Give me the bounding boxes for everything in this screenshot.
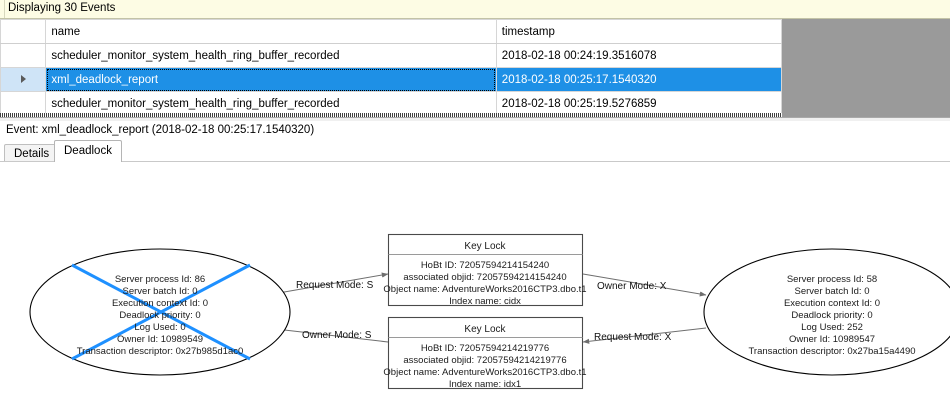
detail-tabstrip: Details Deadlock bbox=[0, 140, 950, 162]
grid-bottom-hatch bbox=[0, 113, 782, 117]
process-left-line-7: Transaction descriptor: 0x27b985d1ac0 bbox=[77, 346, 244, 357]
process-right-line-4: Deadlock priority: 0 bbox=[791, 310, 872, 321]
row-selector-cell[interactable] bbox=[0, 43, 47, 68]
keylock-top-line-2: associated objid: 72057594214154240 bbox=[403, 272, 566, 283]
edge-label-left-request: Request Mode: S bbox=[296, 280, 374, 291]
keylock-bottom-title: Key Lock bbox=[464, 324, 506, 335]
table-row[interactable]: scheduler_monitor_system_health_ring_buf… bbox=[0, 43, 783, 68]
deadlock-victim-cross-icon bbox=[71, 263, 251, 361]
band-left-tick bbox=[0, 0, 5, 18]
process-left-line-2: Server batch Id: 0 bbox=[123, 286, 198, 297]
tab-details[interactable]: Details bbox=[4, 144, 60, 162]
events-status-text: Displaying 30 Events bbox=[8, 2, 116, 14]
cell-timestamp[interactable]: 2018-02-18 00:25:19.5276859 bbox=[495, 91, 783, 116]
edge-right-owner bbox=[582, 273, 707, 297]
keylock-bottom-line-2: associated objid: 72057594214219776 bbox=[403, 355, 566, 366]
cell-timestamp[interactable]: 2018-02-18 00:24:19.3516078 bbox=[495, 43, 783, 68]
keylock-top-title: Key Lock bbox=[464, 241, 506, 252]
cell-name[interactable]: xml_deadlock_report bbox=[45, 67, 497, 92]
resource-node-keylock-bottom[interactable]: Key Lock HoBt ID: 72057594214219776 asso… bbox=[383, 316, 587, 391]
edge-label-right-request: Request Mode: X bbox=[594, 332, 672, 343]
deadlock-graph-canvas[interactable]: Server process Id: 86 Server batch Id: 0… bbox=[0, 161, 950, 400]
edge-left-owner bbox=[266, 326, 389, 343]
keylock-top-line-4: Index name: cidx bbox=[449, 296, 521, 307]
events-status-band: Displaying 30 Events bbox=[0, 0, 950, 19]
edge-label-right-owner: Owner Mode: X bbox=[597, 281, 667, 292]
keylock-top-line-1: HoBt ID: 72057594214154240 bbox=[421, 260, 549, 271]
process-left-line-1: Server process Id: 86 bbox=[115, 274, 205, 285]
process-left-line-5: Log Used: 0 bbox=[134, 322, 185, 333]
edge-left-request bbox=[266, 272, 389, 296]
row-selector-cell[interactable] bbox=[0, 67, 47, 92]
column-header-selector[interactable] bbox=[0, 19, 47, 44]
process-left-line-3: Execution context Id: 0 bbox=[112, 298, 208, 309]
tab-deadlock[interactable]: Deadlock bbox=[54, 140, 122, 162]
process-node-left[interactable]: Server process Id: 86 Server batch Id: 0… bbox=[29, 248, 291, 376]
events-grid[interactable]: name timestamp scheduler_monitor_system_… bbox=[0, 19, 950, 117]
process-left-line-4: Deadlock priority: 0 bbox=[119, 310, 200, 321]
process-right-line-5: Log Used: 252 bbox=[801, 322, 863, 333]
process-right-line-6: Owner Id: 10989547 bbox=[789, 334, 875, 345]
edge-right-request bbox=[582, 327, 707, 344]
table-row-selected[interactable]: xml_deadlock_report 2018-02-18 00:25:17.… bbox=[0, 67, 783, 92]
row-selector-arrow-icon bbox=[20, 74, 26, 83]
table-header-row: name timestamp bbox=[0, 19, 783, 44]
cell-name[interactable]: scheduler_monitor_system_health_ring_buf… bbox=[45, 91, 497, 116]
column-header-name[interactable]: name bbox=[45, 19, 497, 44]
process-node-right[interactable]: Server process Id: 58 Server batch Id: 0… bbox=[703, 248, 950, 376]
cell-name[interactable]: scheduler_monitor_system_health_ring_buf… bbox=[45, 43, 497, 68]
keylock-bottom-line-3: Object name: AdventureWorks2016CTP3.dbo.… bbox=[383, 367, 586, 378]
cell-timestamp[interactable]: 2018-02-18 00:25:17.1540320 bbox=[495, 67, 783, 92]
keylock-bottom-line-1: HoBt ID: 72057594214219776 bbox=[421, 343, 549, 354]
horizontal-splitter[interactable] bbox=[0, 117, 950, 121]
table-row[interactable]: scheduler_monitor_system_health_ring_buf… bbox=[0, 91, 783, 116]
keylock-top-line-3: Object name: AdventureWorks2016CTP3.dbo.… bbox=[383, 284, 586, 295]
keylock-bottom-line-4: Index name: idx1 bbox=[449, 379, 521, 390]
edge-label-left-owner: Owner Mode: S bbox=[302, 330, 372, 341]
process-right-line-1: Server process Id: 58 bbox=[787, 274, 877, 285]
process-left-line-6: Owner Id: 10989549 bbox=[117, 334, 203, 345]
process-right-line-3: Execution context Id: 0 bbox=[784, 298, 880, 309]
event-caption-text: Event: xml_deadlock_report (2018-02-18 0… bbox=[6, 124, 315, 136]
process-right-line-2: Server batch Id: 0 bbox=[795, 286, 870, 297]
events-table: name timestamp scheduler_monitor_system_… bbox=[0, 19, 783, 116]
event-caption-bar: Event: xml_deadlock_report (2018-02-18 0… bbox=[0, 121, 950, 140]
process-right-line-7: Transaction descriptor: 0x27ba15a4490 bbox=[748, 346, 915, 357]
column-header-timestamp[interactable]: timestamp bbox=[495, 19, 783, 44]
resource-node-keylock-top[interactable]: Key Lock HoBt ID: 72057594214154240 asso… bbox=[383, 233, 587, 308]
row-selector-cell[interactable] bbox=[0, 91, 47, 116]
